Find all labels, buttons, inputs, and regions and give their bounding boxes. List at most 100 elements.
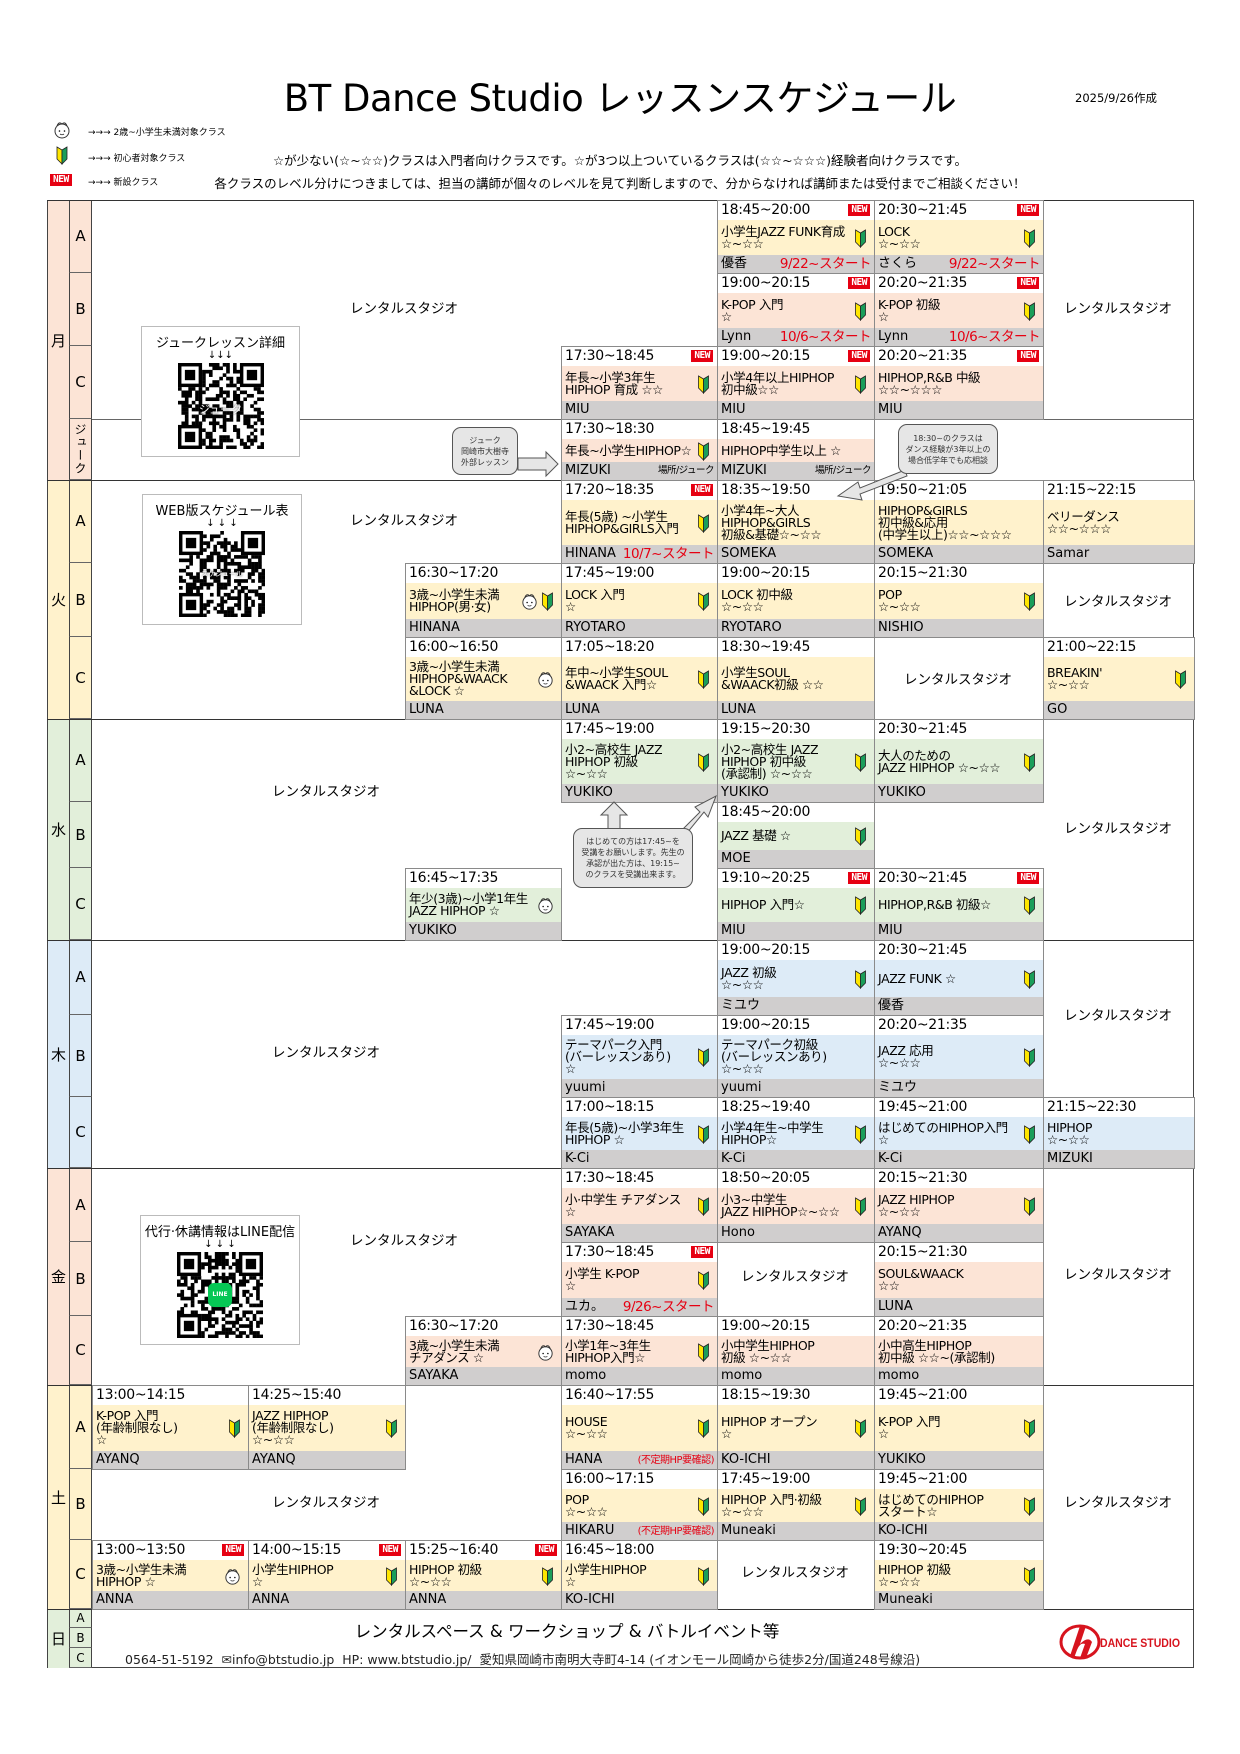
legend-beginner: →→→ 初心者対象クラス	[88, 154, 186, 164]
class-teacher: LUNA	[875, 1298, 1043, 1316]
studio-label: B	[69, 563, 92, 637]
website-link[interactable]: HP: www.btstudio.jp/	[342, 1652, 472, 1667]
class-title: HIPHOP 入門☆	[721, 897, 805, 912]
class-title: 年長~小学生HIPHOP☆	[565, 442, 692, 458]
teacher-name: SAYAKA	[409, 1368, 459, 1383]
class-time: 17:30~18:45	[562, 1169, 717, 1188]
teacher-name: KO-ICHI	[565, 1592, 615, 1607]
qr-code-box: WEB版スケジュール表↓ ↓ ↓スケジュール	[142, 494, 302, 625]
class-teacher: momo	[875, 1367, 1043, 1385]
email-link[interactable]: ✉info@btstudio.jp	[221, 1652, 335, 1667]
class-time: 17:45~19:00	[562, 564, 717, 583]
studio-label: B	[69, 273, 92, 346]
qr-code[interactable]: ジューク	[177, 363, 264, 450]
teacher-name: MIU	[565, 402, 590, 417]
class-teacher: MIU	[718, 401, 874, 419]
class-body: JAZZ HIPHOP ☆~☆☆	[875, 1188, 1043, 1224]
teacher-name: RYOTARO	[565, 620, 626, 635]
qr-arrows: ↓ ↓ ↓	[204, 1239, 236, 1250]
class-time: 19:45~21:00	[875, 1470, 1043, 1489]
rental-studio-label: レンタルスタジオ	[350, 513, 458, 529]
class-title: 小中高生HIPHOP 初中級 ☆☆~(承認制)	[878, 1337, 995, 1365]
class-note: 場所/ジューク	[814, 465, 872, 476]
teacher-name: ANNA	[252, 1592, 290, 1607]
teacher-name: HANA	[565, 1452, 603, 1467]
class-time: 17:30~18:45	[562, 347, 717, 366]
class-title: BREAKIN' ☆~☆☆	[1047, 665, 1103, 692]
class-body: HIPHOP 初級 ☆~☆☆	[875, 1560, 1043, 1591]
new-badge-icon: NEW	[691, 1246, 713, 1258]
class-body: LOCK 初中級 ☆~☆☆	[718, 583, 874, 619]
class-time: 17:30~18:30	[562, 420, 717, 439]
class-title: 年少(3歳)~小学1年生 JAZZ HIPHOP ☆	[409, 891, 528, 918]
class-body: 3歳~小学生未満 HIPHOP ☆	[93, 1560, 248, 1591]
qr-code[interactable]: スケジュール	[179, 531, 266, 618]
class-note: 10/7~スタート	[622, 546, 715, 562]
studio-label: A	[69, 940, 92, 1015]
class-note: 9/22~スタート	[948, 256, 1041, 272]
class-title: 小学4年~大人 HIPHOP&GIRLS 初級&基礎☆~☆☆	[721, 502, 822, 542]
qr-code[interactable]: LINE	[177, 1252, 264, 1339]
class-time: 20:30~21:45	[875, 720, 1043, 739]
